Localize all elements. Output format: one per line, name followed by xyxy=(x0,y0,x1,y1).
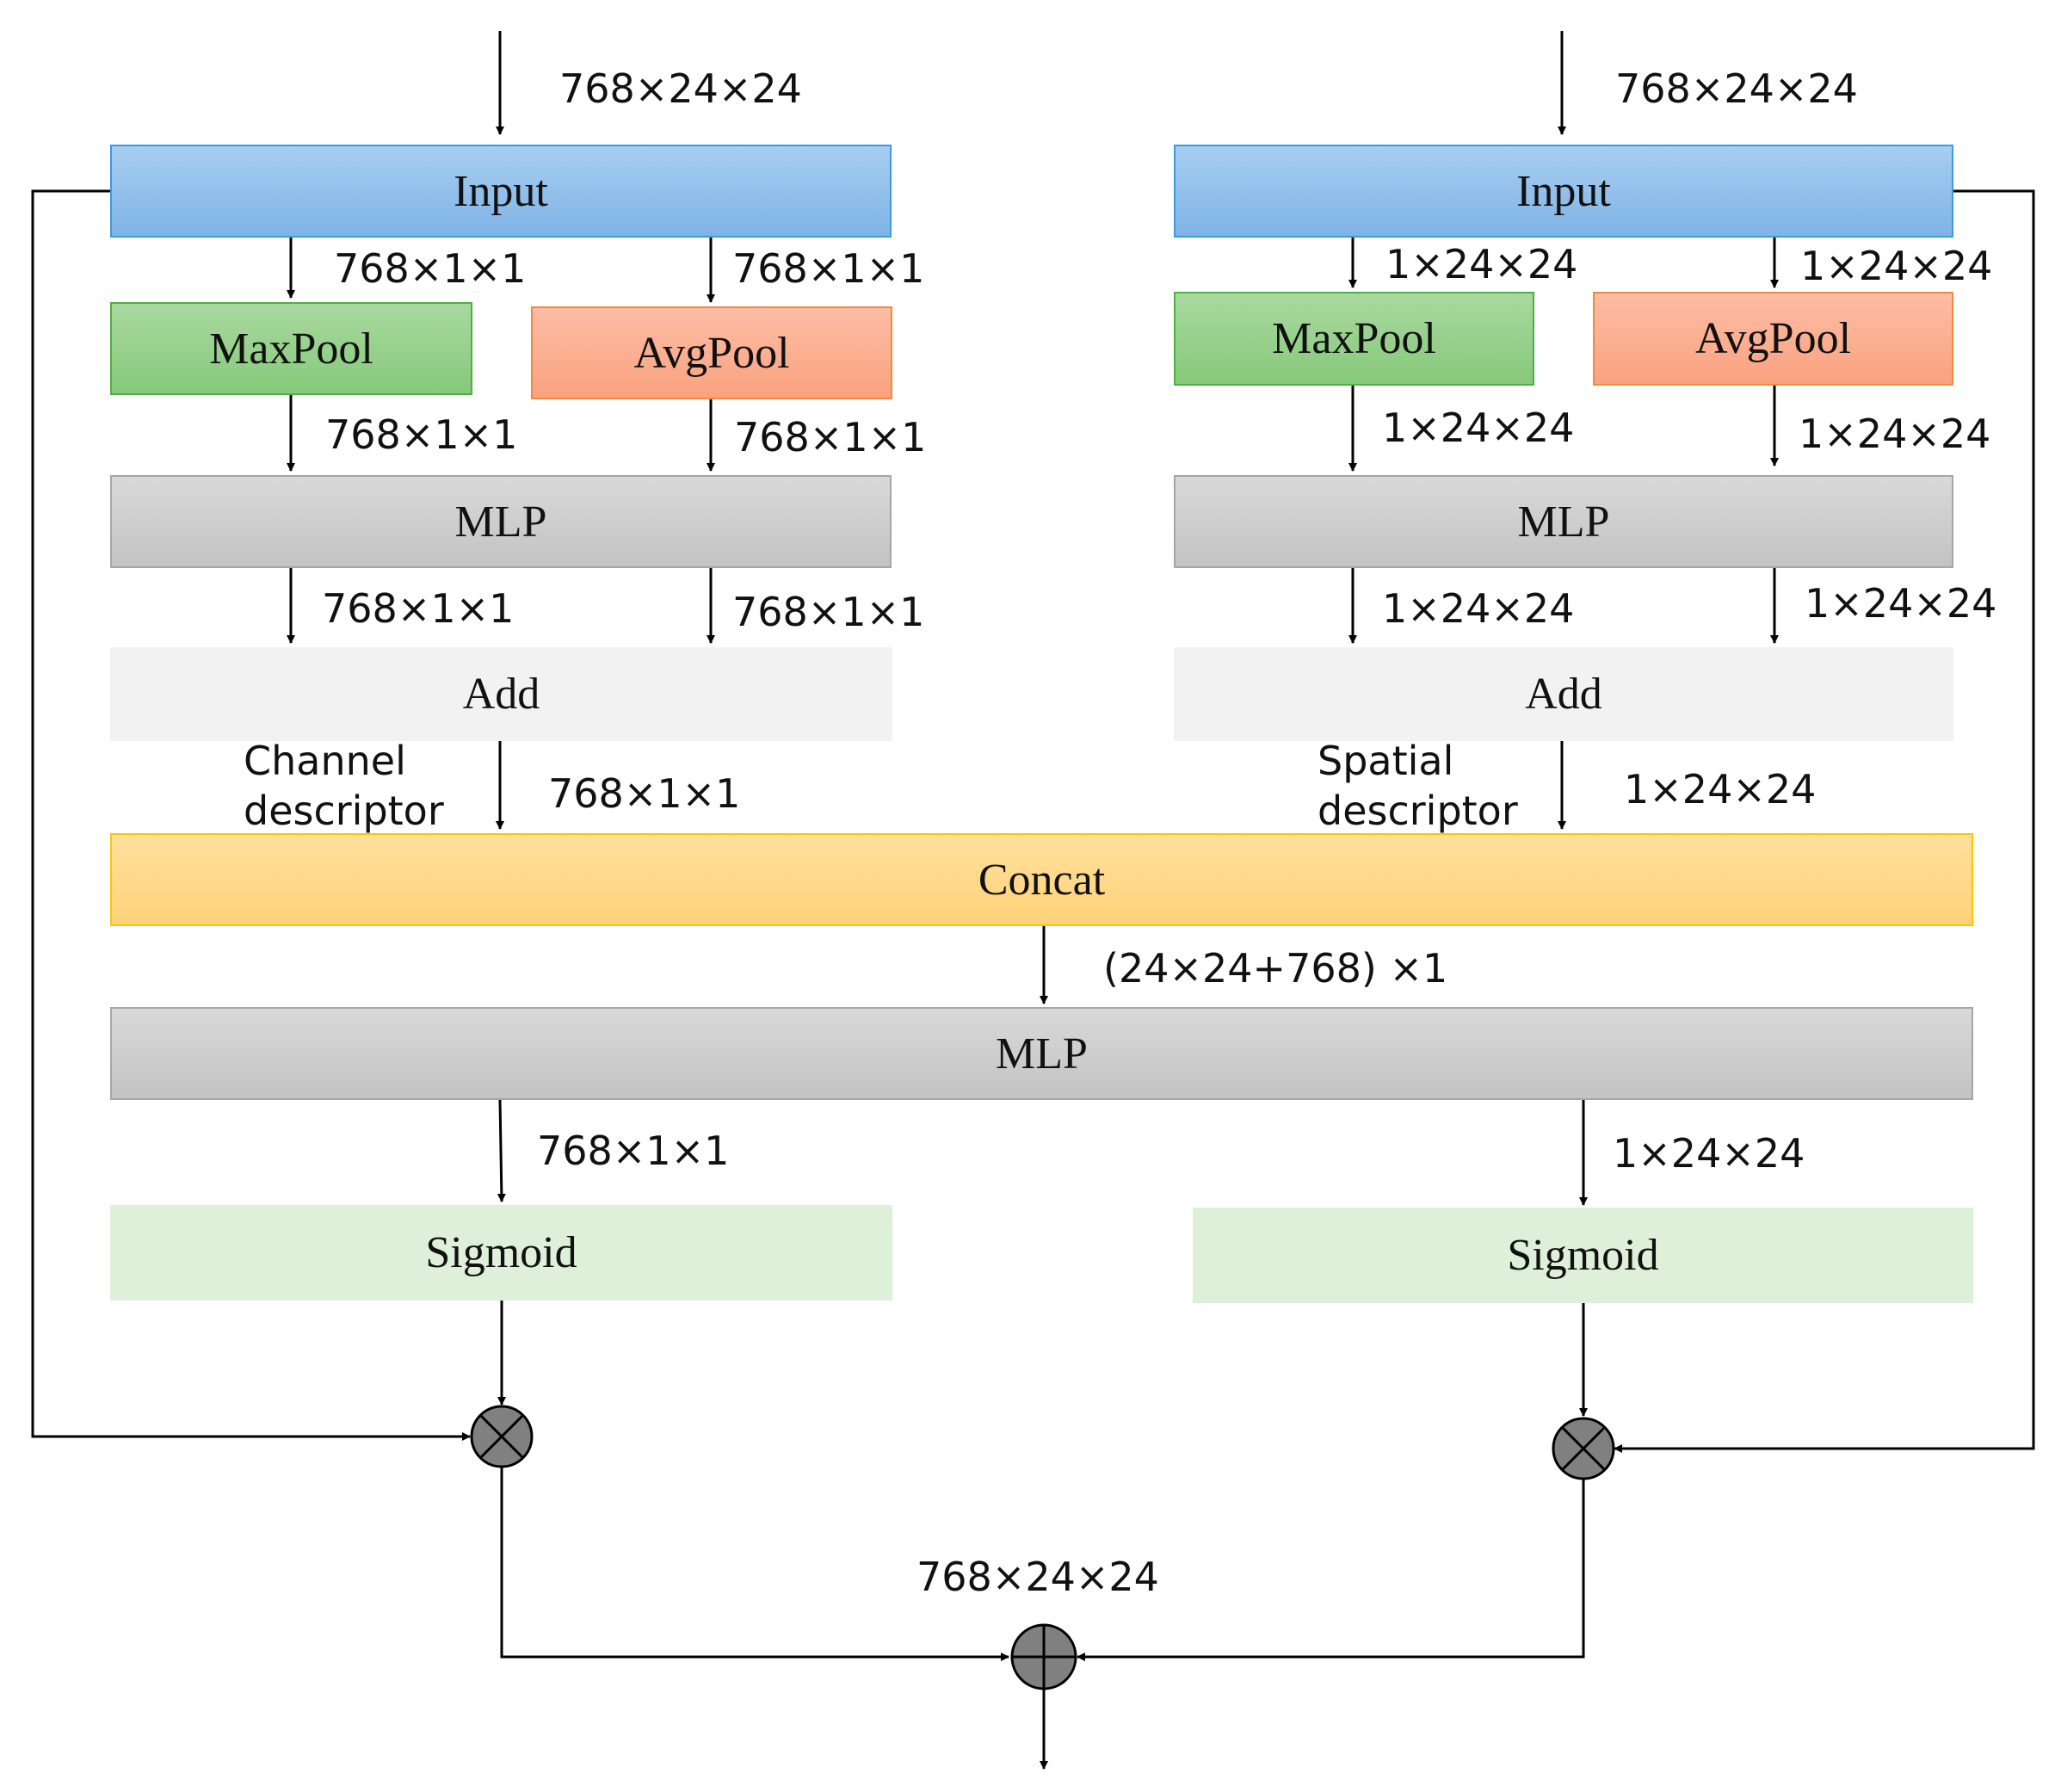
concat-box: Concat xyxy=(110,833,1973,926)
skip-connection-left xyxy=(31,189,471,1441)
skip-connection-right xyxy=(1614,189,2035,1453)
channel-to-avgpool-dim: 768×1×1 xyxy=(732,245,925,292)
arrow-mul-sum-right xyxy=(1077,1479,1585,1661)
channel-add-concat-dim: 768×1×1 xyxy=(548,770,741,817)
spatial-descriptor-line-2: descriptor xyxy=(1318,788,1518,834)
channel-mlp-label: MLP xyxy=(454,497,547,547)
sigmoid-right-label: Sigmoid xyxy=(1507,1231,1659,1280)
channel-add-label: Add xyxy=(462,670,540,719)
arrow-mul-sum-left xyxy=(500,1467,1009,1661)
channel-input-label: Input xyxy=(454,166,548,216)
shared-mlp-box: MLP xyxy=(110,1007,1973,1100)
spatial-add-box: Add xyxy=(1174,647,1953,741)
sigmoid-left-box: Sigmoid xyxy=(110,1205,892,1301)
channel-mlp-add-dim-b: 768×1×1 xyxy=(732,589,925,635)
sum-node xyxy=(1010,1623,1077,1690)
spatial-mlp-add-dim-b: 1×24×24 xyxy=(1805,580,1997,627)
spatial-input-box: Input xyxy=(1174,145,1953,238)
spatial-maxpool-box: MaxPool xyxy=(1174,292,1534,386)
spatial-add-label: Add xyxy=(1525,670,1602,719)
spatial-maxpool-label: MaxPool xyxy=(1272,314,1436,363)
channel-input-dim: 768×24×24 xyxy=(559,65,802,112)
channel-maxpool-mlp-dim: 768×1×1 xyxy=(325,411,518,458)
spatial-input-dim: 768×24×24 xyxy=(1615,65,1858,112)
multiply-node-left xyxy=(470,1405,534,1468)
channel-descriptor-line-1: Channel xyxy=(244,738,406,784)
spatial-mlp-box: MLP xyxy=(1174,475,1953,568)
spatial-mlp-label: MLP xyxy=(1517,497,1610,547)
spatial-maxpool-mlp-dim: 1×24×24 xyxy=(1382,405,1575,451)
concat-label: Concat xyxy=(978,855,1106,905)
sigmoid-left-dim: 768×1×1 xyxy=(537,1128,730,1174)
channel-avgpool-mlp-dim: 768×1×1 xyxy=(734,414,927,460)
channel-to-maxpool-dim: 768×1×1 xyxy=(334,245,527,292)
spatial-mlp-add-dim-a: 1×24×24 xyxy=(1382,585,1575,632)
channel-maxpool-box: MaxPool xyxy=(110,302,472,395)
channel-descriptor-line-2: descriptor xyxy=(244,788,444,834)
spatial-descriptor-text: Spatial descriptor xyxy=(1318,736,1518,836)
spatial-descriptor-line-1: Spatial xyxy=(1318,738,1454,784)
spatial-add-concat-dim: 1×24×24 xyxy=(1624,766,1817,813)
channel-avgpool-box: AvgPool xyxy=(531,306,892,399)
channel-descriptor-text: Channel descriptor xyxy=(244,736,444,836)
channel-mlp-box: MLP xyxy=(110,475,892,568)
output-dim: 768×24×24 xyxy=(916,1554,1159,1600)
spatial-to-avgpool-dim: 1×24×24 xyxy=(1800,243,1993,289)
spatial-avgpool-mlp-dim: 1×24×24 xyxy=(1799,411,1991,457)
shared-mlp-label: MLP xyxy=(996,1029,1088,1078)
spatial-avgpool-box: AvgPool xyxy=(1593,292,1953,386)
multiply-node-right xyxy=(1552,1417,1615,1480)
sigmoid-left-label: Sigmoid xyxy=(425,1228,577,1277)
arrow-mlp-sigmoid-left xyxy=(497,1099,506,1202)
channel-avgpool-label: AvgPool xyxy=(633,328,790,378)
sigmoid-right-box: Sigmoid xyxy=(1193,1208,1973,1303)
sigmoid-right-dim: 1×24×24 xyxy=(1613,1130,1805,1177)
spatial-input-label: Input xyxy=(1516,166,1611,216)
channel-input-box: Input xyxy=(110,145,892,238)
concat-mlp-dim: (24×24+768) ×1 xyxy=(1103,945,1448,992)
channel-add-box: Add xyxy=(110,647,892,741)
spatial-to-maxpool-dim: 1×24×24 xyxy=(1385,241,1578,287)
channel-mlp-add-dim-a: 768×1×1 xyxy=(322,585,515,632)
spatial-avgpool-label: AvgPool xyxy=(1694,314,1852,363)
channel-maxpool-label: MaxPool xyxy=(209,324,373,374)
